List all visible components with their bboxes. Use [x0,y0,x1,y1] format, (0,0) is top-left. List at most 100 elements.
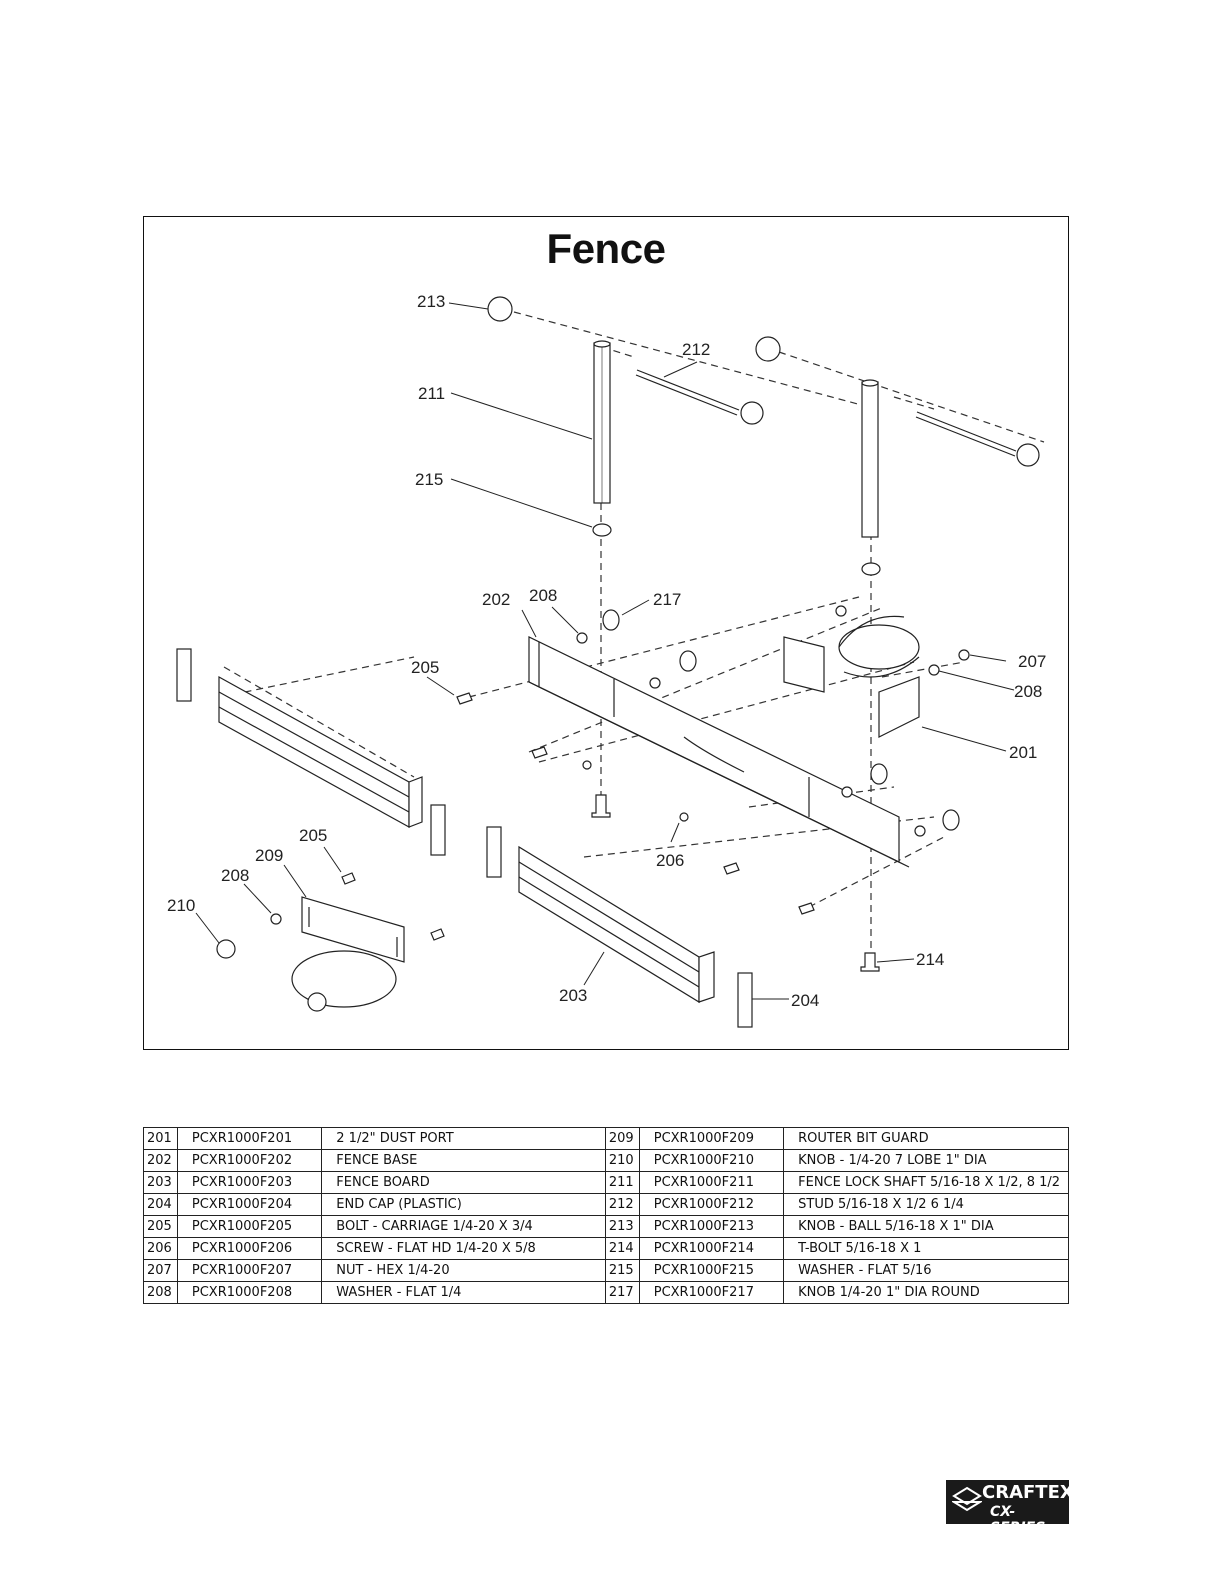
part-description: T-BOLT 5/16-18 X 1 [783,1237,1069,1260]
part-code: PCXR1000F201 [176,1127,323,1150]
stud-right [915,411,1040,467]
diagram-title: Fence [546,225,666,272]
part-code: PCXR1000F211 [638,1171,785,1194]
part-description: WASHER - FLAT 5/16 [783,1259,1069,1282]
part-description: END CAP (PLASTIC) [321,1193,606,1216]
part-description: SCREW - FLAT HD 1/4-20 X 5/8 [321,1237,606,1260]
callout-208-right: 208 [1014,682,1043,701]
part-description: BOLT - CARRIAGE 1/4-20 X 3/4 [321,1215,606,1238]
ball-knob-right [755,336,781,362]
part-number: 201 [143,1127,178,1150]
callout-204: 204 [791,991,820,1010]
part-number: 214 [604,1237,640,1260]
part-code: PCXR1000F202 [176,1149,323,1172]
callout-209: 209 [255,846,284,865]
callout-208-left: 208 [221,866,250,885]
t-bolt-left [591,794,611,818]
callout-202: 202 [482,590,511,609]
part-number: 203 [143,1171,178,1194]
callout-207: 207 [1018,652,1047,671]
end-cap [176,648,192,702]
parts-list-table: 201 PCXR1000F201 2 1/2" DUST PORT 209 PC… [143,1127,1069,1304]
part-description: KNOB - 1/4-20 7 LOBE 1" DIA [783,1149,1069,1172]
logo-series-name: CX-SERIES [990,1504,1046,1536]
table-row: 201 PCXR1000F201 2 1/2" DUST PORT 209 PC… [143,1127,1069,1150]
callout-208-top: 208 [529,586,558,605]
part-code: PCXR1000F203 [176,1171,323,1194]
table-row: 203 PCXR1000F203 FENCE BOARD 211 PCXR100… [143,1171,1069,1194]
table-row: 208 PCXR1000F208 WASHER - FLAT 1/4 217 P… [143,1281,1069,1304]
part-number: 204 [143,1193,178,1216]
stud-left [635,369,764,425]
part-number: 210 [604,1149,640,1172]
callout-213: 213 [417,292,446,311]
hex-nut [958,649,970,661]
part-code: PCXR1000F204 [176,1193,323,1216]
part-code: PCXR1000F214 [638,1237,785,1260]
part-code: PCXR1000F209 [638,1127,785,1150]
part-code: PCXR1000F213 [638,1215,785,1238]
table-row: 207 PCXR1000F207 NUT - HEX 1/4-20 215 PC… [143,1259,1069,1282]
part-code: PCXR1000F215 [638,1259,785,1282]
callout-217: 217 [653,590,682,609]
carriage-bolt [341,692,815,941]
fence-base [528,636,910,868]
part-code: PCXR1000F206 [176,1237,323,1260]
fence-board-upper [218,675,423,829]
callout-leaders [195,302,1015,1000]
table-row: 206 PCXR1000F206 SCREW - FLAT HD 1/4-20 … [143,1237,1069,1260]
fence-lock-shaft-left [593,340,611,504]
table-row: 205 PCXR1000F205 BOLT - CARRIAGE 1/4-20 … [143,1215,1069,1238]
fence-lock-shaft-right [861,379,879,538]
part-description: KNOB - BALL 5/16-18 X 1" DIA [783,1215,1069,1238]
part-description: STUD 5/16-18 X 1/2 6 1/4 [783,1193,1069,1216]
part-description: FENCE LOCK SHAFT 5/16-18 X 1/2, 8 1/2 [783,1171,1069,1194]
exploded-diagram: Fence [143,216,1069,1050]
callout-214: 214 [916,950,945,969]
assembly-guide-lines [220,311,1045,957]
table-row: 204 PCXR1000F204 END CAP (PLASTIC) 212 P… [143,1193,1069,1216]
callout-203: 203 [559,986,588,1005]
part-number: 217 [604,1281,640,1304]
router-bit-guard [291,896,405,1008]
craftex-logo: CRAFTEX CX-SERIES [946,1480,1074,1536]
table-row: 202 PCXR1000F202 FENCE BASE 210 PCXR1000… [143,1149,1069,1172]
part-code: PCXR1000F212 [638,1193,785,1216]
callout-210: 210 [167,896,196,915]
part-code: PCXR1000F208 [176,1281,323,1304]
callout-201: 201 [1009,743,1038,762]
callout-206: 206 [656,851,685,870]
part-description: ROUTER BIT GUARD [783,1127,1069,1150]
washer-left [592,523,612,537]
lobe-knob [216,939,236,959]
part-number: 209 [604,1127,640,1150]
part-description: WASHER - FLAT 1/4 [321,1281,606,1304]
round-knob [602,609,960,831]
part-code: PCXR1000F205 [176,1215,323,1238]
washer-right [861,562,881,576]
part-description: 2 1/2" DUST PORT [321,1127,606,1150]
part-number: 212 [604,1193,640,1216]
flat-screw [582,760,592,770]
callout-205-top: 205 [411,658,440,677]
fence-board-lower [518,845,715,1004]
part-number: 202 [143,1149,178,1172]
craftex-emblem-icon [952,1486,982,1512]
callout-212: 212 [682,340,711,359]
logo-brand-name: CRAFTEX [982,1482,1074,1503]
exploded-view-drawing [176,296,1045,1028]
callout-205-left: 205 [299,826,328,845]
t-bolt-right [860,952,880,972]
part-code: PCXR1000F217 [638,1281,785,1304]
part-number: 206 [143,1237,178,1260]
small-washer [270,605,940,925]
part-number: 205 [143,1215,178,1238]
callout-211: 211 [418,384,446,403]
part-number: 211 [604,1171,640,1194]
part-description: FENCE BOARD [321,1171,606,1194]
part-number: 215 [604,1259,640,1282]
part-description: KNOB 1/4-20 1" DIA ROUND [783,1281,1069,1304]
part-code: PCXR1000F210 [638,1149,785,1172]
part-description: FENCE BASE [321,1149,606,1172]
part-number: 207 [143,1259,178,1282]
